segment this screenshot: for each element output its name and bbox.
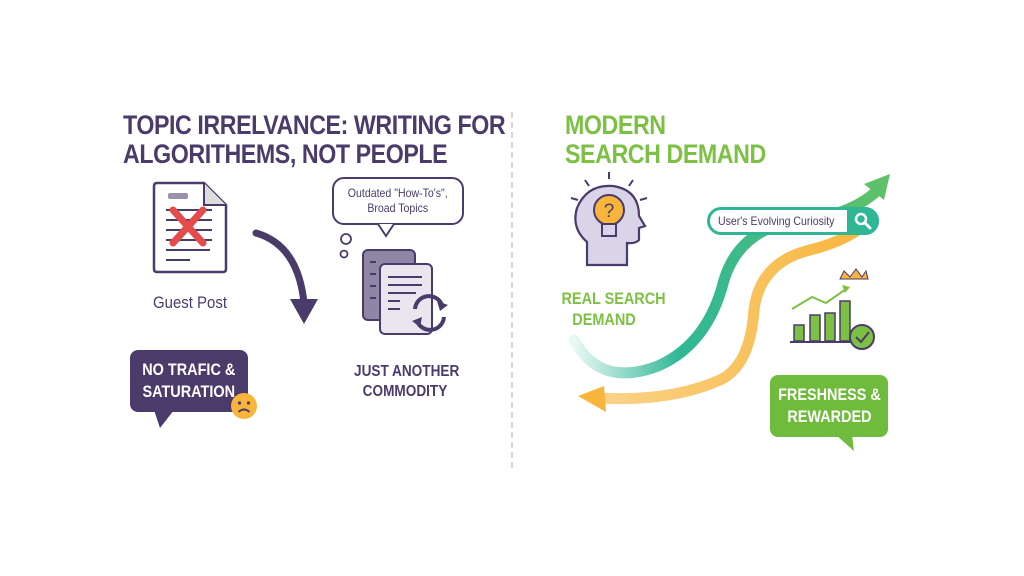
- commodity-label: JUST ANOTHER COMMODITY: [354, 362, 460, 402]
- freshness-rewarded-bubble: FRESHNESS & REWARDED: [770, 375, 888, 437]
- commodity-line1: JUST ANOTHER: [354, 363, 460, 380]
- search-button[interactable]: [847, 207, 879, 235]
- section-divider: [511, 112, 513, 468]
- search-text: User's Evolving Curiosity: [718, 214, 835, 228]
- svg-text:?: ?: [604, 201, 615, 222]
- warning-line1: NO TRAFIC &: [142, 360, 236, 379]
- crossed-document-icon: [152, 181, 228, 274]
- commodity-line2: COMMODITY: [362, 383, 448, 400]
- search-bar[interactable]: User's Evolving Curiosity: [707, 207, 879, 235]
- left-title-line1: TOPIC IRRELVANCE: WRITING FOR: [123, 110, 506, 140]
- reward-line2: REWARDED: [786, 407, 872, 426]
- right-title: MODERN SEARCH DEMAND: [565, 111, 766, 169]
- real-demand-line2: DEMAND: [572, 310, 636, 329]
- thought-bubble-tail-icon: [339, 223, 395, 259]
- search-icon: [854, 212, 872, 230]
- no-traffic-bubble: NO TRAFIC & SATURATION: [130, 350, 248, 412]
- real-search-demand-label: REAL SEARCH DEMAND: [561, 288, 666, 330]
- head-lightbulb-icon: ?: [570, 172, 648, 267]
- speech-line1: Outdated "How-To's",: [348, 186, 448, 200]
- speech-line2: Broad Topics: [367, 201, 429, 215]
- sad-face-icon: [231, 393, 257, 419]
- right-title-line1: MODERN: [565, 110, 666, 140]
- warning-line2: SATURATION: [142, 382, 236, 401]
- bubble-tail: [836, 435, 854, 451]
- left-title-line2: ALGORITHEMS, NOT PEOPLE: [123, 139, 448, 169]
- right-title-line2: SEARCH DEMAND: [565, 139, 766, 169]
- reward-line1: FRESHNESS &: [777, 385, 881, 404]
- bubble-tail: [154, 410, 174, 428]
- rising-bar-chart-icon: [790, 268, 875, 350]
- down-arrow-icon: [252, 229, 318, 324]
- real-demand-line1: REAL SEARCH: [561, 289, 666, 308]
- guest-post-label: Guest Post: [152, 293, 228, 312]
- left-title: TOPIC IRRELVANCE: WRITING FOR ALGORITHEM…: [123, 110, 506, 169]
- document-stack-refresh-icon: [362, 249, 448, 335]
- outdated-topics-bubble: Outdated "How-To's",Broad Topics: [332, 177, 464, 225]
